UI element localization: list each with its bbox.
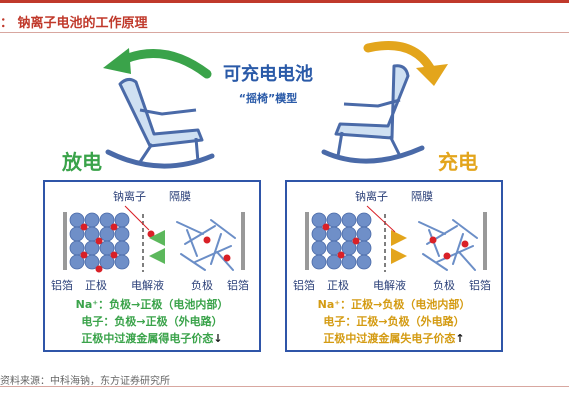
sodium-ion-anode xyxy=(223,254,231,262)
cathode-atom xyxy=(341,212,357,228)
ion-arrow xyxy=(149,230,165,246)
electrolyte-label: 电解液 xyxy=(373,279,406,292)
cathode-atom xyxy=(114,254,130,270)
charge-curved-arrow xyxy=(363,41,448,86)
sodium-ion-label: 钠离子 xyxy=(113,190,146,203)
top-rule xyxy=(0,0,569,3)
sodium-ion-cathode xyxy=(322,223,330,231)
rocking-chair-model-subtitle: “摇椅”模型 xyxy=(238,92,298,105)
cathode-atom xyxy=(341,254,357,270)
sodium-ion-anode xyxy=(203,236,211,244)
cathode-label: 正极 xyxy=(327,279,349,292)
aluminum-foil-right xyxy=(483,212,487,270)
charge-cell-diagram xyxy=(305,205,487,272)
cathode-grid xyxy=(69,212,130,273)
sodium-ion-anode xyxy=(461,240,469,248)
sodium-ion-cathode xyxy=(95,265,103,273)
sodium-ion-anode xyxy=(443,252,451,260)
foil-label-left: 铝箔 xyxy=(51,279,73,292)
charge-panel: 钠离子 隔膜 铝箔 正极 电解液 负极 铝箔 Na⁺：正极→负极（电池内部） 电… xyxy=(285,180,503,352)
cathode-atom xyxy=(84,212,100,228)
cathode-grid xyxy=(311,212,372,270)
cathode-atom xyxy=(114,226,130,242)
discharge-line-3: 正极中过渡金属得电子价态↓ xyxy=(81,332,223,345)
sodium-ion-cathode xyxy=(352,237,360,245)
discharge-line-2: 电子：负极→正极（外电路） xyxy=(81,315,223,328)
aluminum-foil-left xyxy=(305,212,309,270)
cathode-atom xyxy=(69,254,85,270)
electrolyte-label: 电解液 xyxy=(131,279,164,292)
sodium-ion-cathode xyxy=(80,223,88,231)
cathode-atom xyxy=(311,240,327,256)
cathode-label: 正极 xyxy=(85,279,107,292)
charge-label: 充电 xyxy=(438,150,478,174)
cathode-atom xyxy=(311,254,327,270)
cathode-atom xyxy=(114,212,130,228)
bottom-rule xyxy=(0,386,569,387)
cathode-atom xyxy=(356,226,372,242)
cathode-atom xyxy=(356,240,372,256)
cathode-atom xyxy=(114,240,130,256)
figure-title: ： 钠离子电池的工作原理 xyxy=(0,16,148,31)
sodium-ion-cathode xyxy=(95,237,103,245)
aluminum-foil-left xyxy=(63,212,67,270)
discharge-label: 放电 xyxy=(62,150,102,174)
sodium-pointer xyxy=(124,205,150,231)
aluminum-foil-right xyxy=(241,212,245,270)
cathode-atom xyxy=(356,254,372,270)
discharge-cell-diagram xyxy=(63,205,245,273)
sodium-ion-cathode xyxy=(110,223,118,231)
foil-label-right: 铝箔 xyxy=(227,279,249,292)
sodium-ion-cathode xyxy=(110,251,118,259)
charge-line-1: Na⁺：正极→负极（电池内部） xyxy=(317,298,471,311)
source-note: 资料来源：中科海钠，东方证券研究所 xyxy=(0,376,170,387)
anode-label: 负极 xyxy=(191,279,213,292)
cathode-atom xyxy=(99,254,115,270)
anode-mesh xyxy=(176,219,236,271)
valence-down-arrow: ↓ xyxy=(213,332,223,345)
valence-up-arrow: ↑ xyxy=(455,332,465,345)
charge-line-2: 电子：正极→负极（外电路） xyxy=(323,315,465,328)
sodium-ion-cathode xyxy=(80,251,88,259)
separator-label: 隔膜 xyxy=(169,190,191,203)
ion-arrow xyxy=(149,248,165,264)
ion-arrow xyxy=(391,248,407,264)
cathode-atom xyxy=(326,226,342,242)
rechargeable-battery-title: 可充电电池 xyxy=(223,64,313,85)
discharge-line-1: Na⁺：负极→正极（电池内部） xyxy=(75,298,229,311)
discharge-curved-arrow xyxy=(103,48,212,79)
ion-arrow xyxy=(391,230,407,246)
cathode-atom xyxy=(356,212,372,228)
sodium-ion-migrating xyxy=(147,230,155,238)
title-rule xyxy=(0,32,569,33)
foil-label-right: 铝箔 xyxy=(469,279,491,292)
sodium-ion-anode xyxy=(429,236,437,244)
rocking-chair-right xyxy=(321,64,425,164)
separator-label: 隔膜 xyxy=(411,190,433,203)
discharge-panel: 钠离子 隔膜 铝箔 正极 电解液 负极 铝箔 Na⁺：负极→正极（电池内部） 电… xyxy=(43,180,261,352)
sodium-ion-label: 钠离子 xyxy=(355,190,388,203)
sodium-pointer xyxy=(366,205,396,233)
foil-label-left: 铝箔 xyxy=(293,279,315,292)
charge-line-3: 正极中过渡金属失电子价态↑ xyxy=(323,332,465,345)
cathode-atom xyxy=(326,212,342,228)
rocking-chair-left xyxy=(105,77,215,169)
sodium-ion-cathode xyxy=(337,251,345,259)
cathode-atom xyxy=(326,254,342,270)
cathode-atom xyxy=(84,254,100,270)
anode-label: 负极 xyxy=(433,279,455,292)
